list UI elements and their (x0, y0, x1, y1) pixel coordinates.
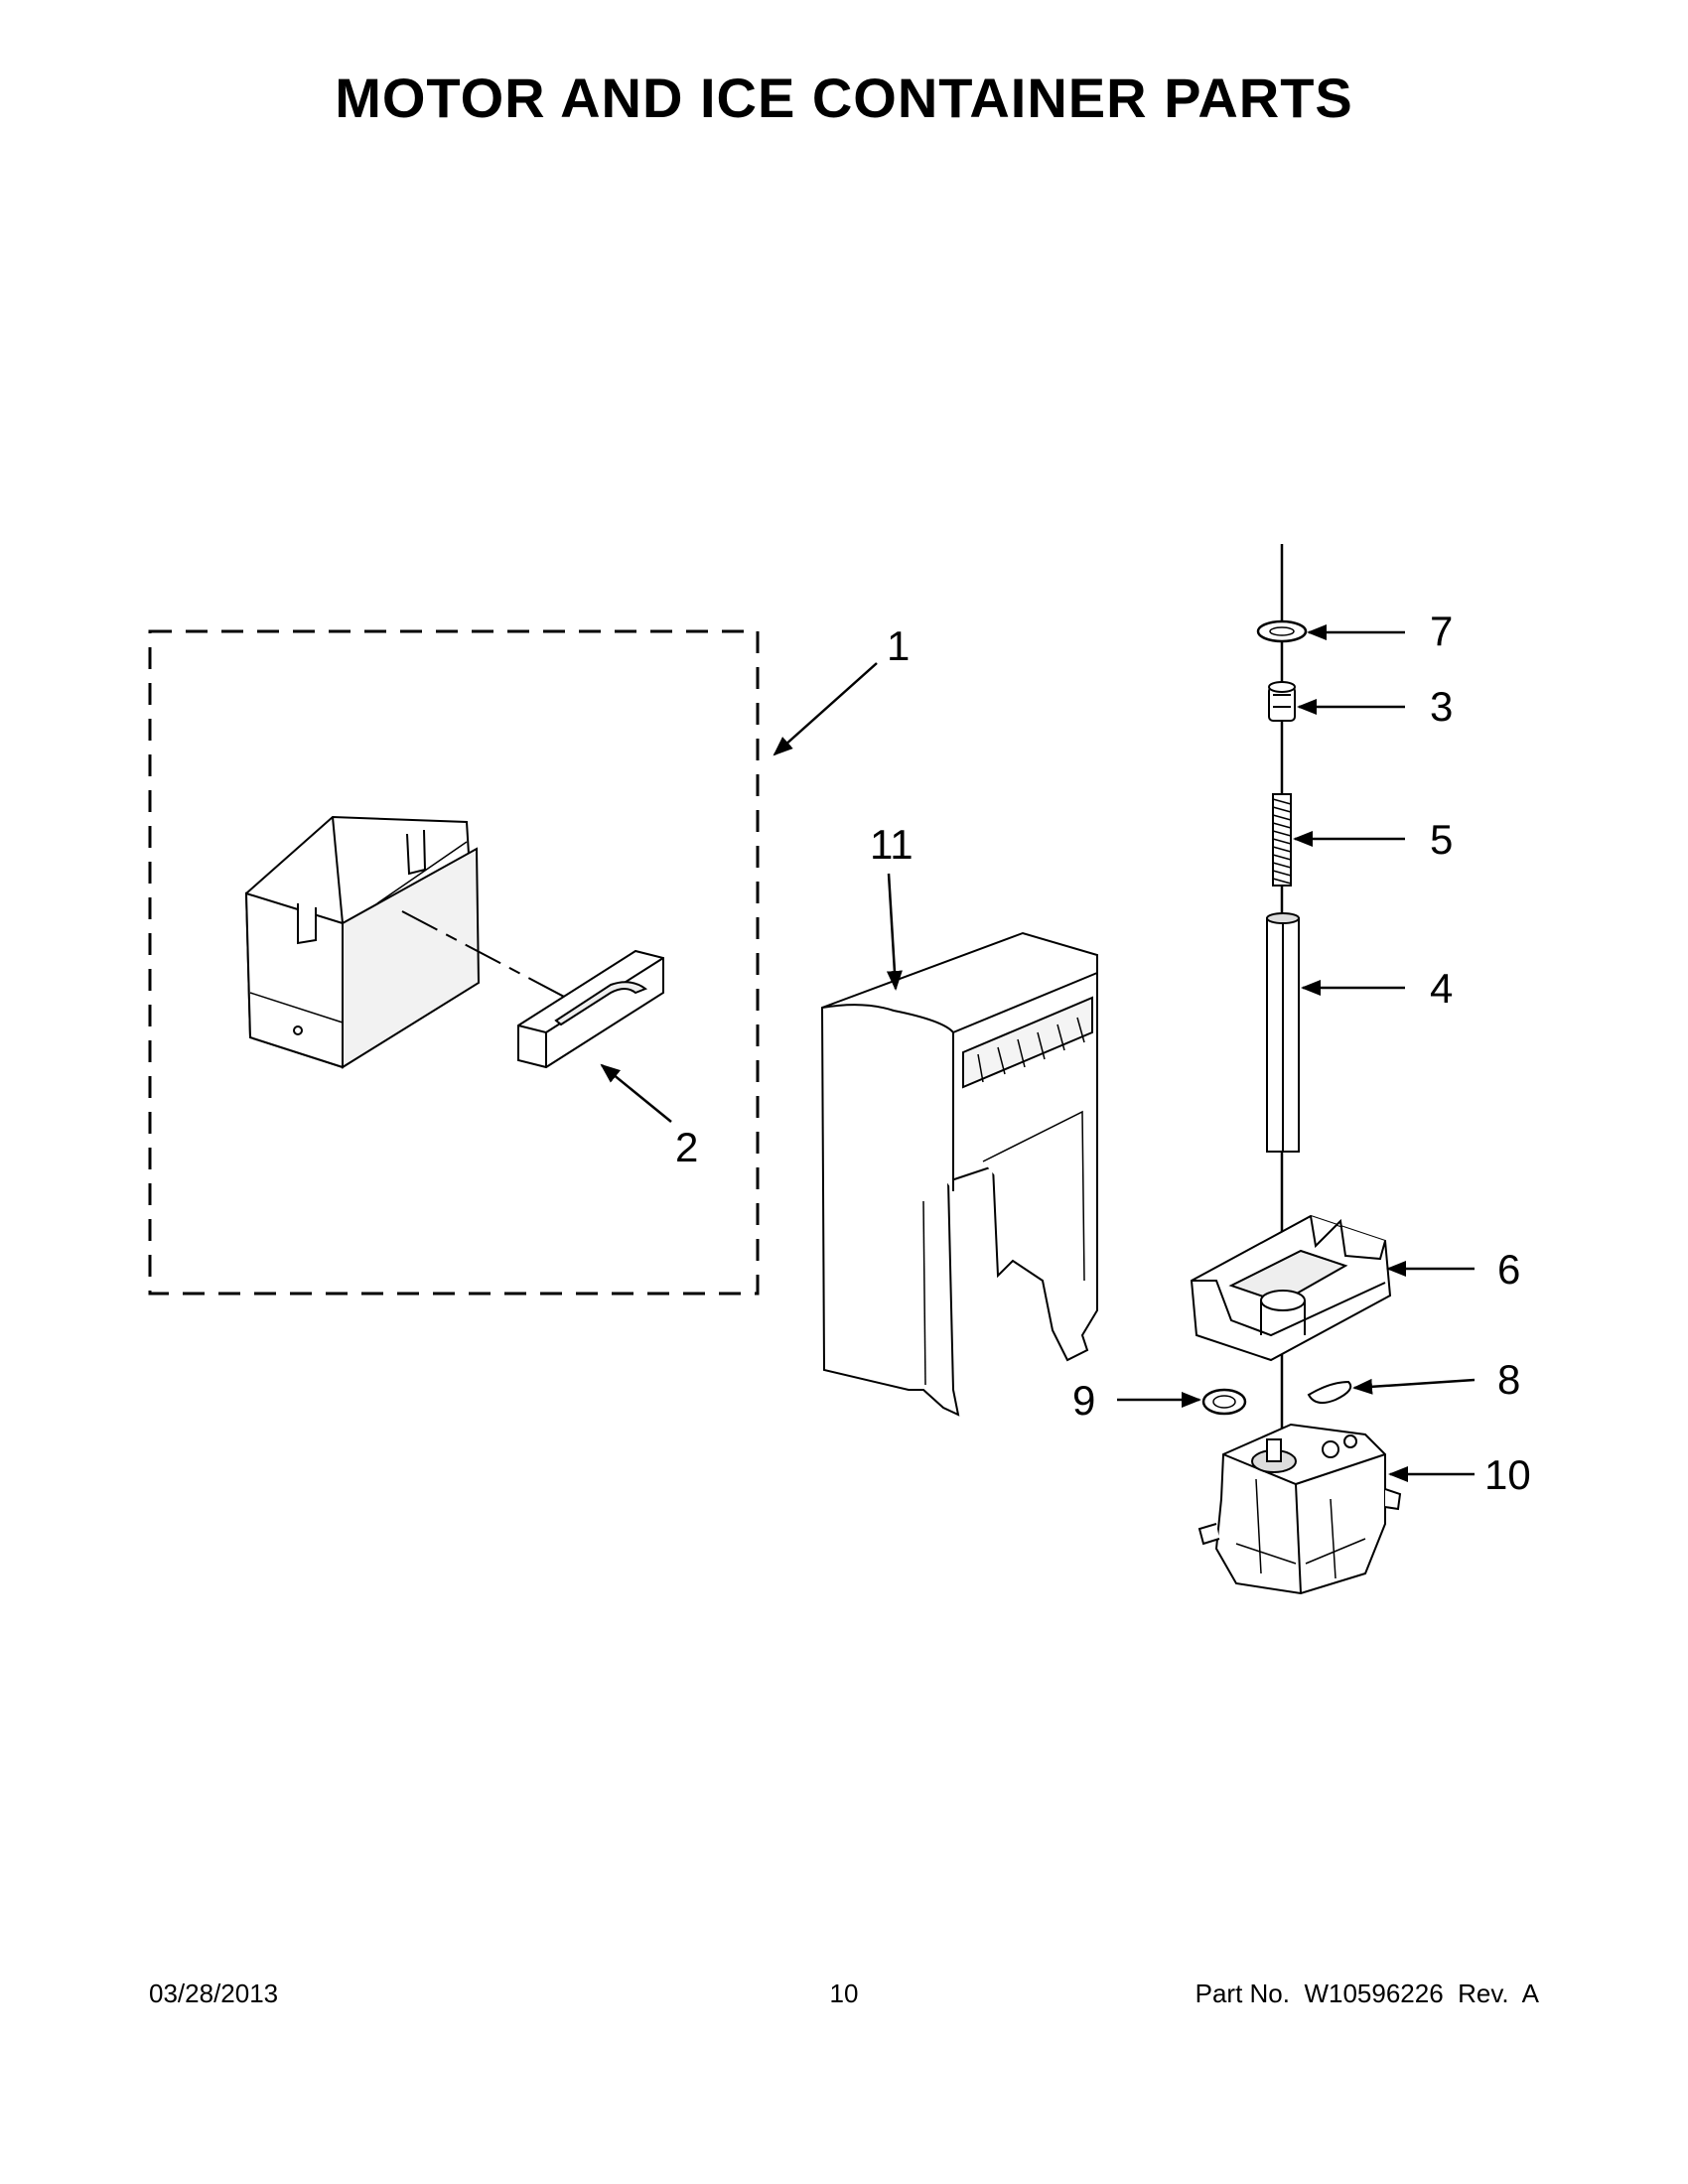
clip-part-8 (1307, 1380, 1352, 1405)
footer-part-number: Part No. W10596226 Rev. A (1195, 1979, 1539, 2008)
callout-2: 2 (675, 1124, 698, 1170)
arrow-1 (773, 662, 878, 756)
callout-5: 5 (1430, 816, 1453, 863)
callout-6: 6 (1497, 1246, 1520, 1293)
arrow-8 (1352, 1378, 1476, 1395)
ice-container-part (244, 815, 481, 1069)
callout-9: 9 (1072, 1377, 1095, 1424)
bracket-part-2 (517, 949, 664, 1069)
callout-10: 10 (1484, 1451, 1531, 1498)
motor-part-10 (1197, 1423, 1402, 1595)
washer-part-9 (1201, 1388, 1247, 1416)
callout-4: 4 (1430, 965, 1453, 1012)
footer-date: 03/28/2013 (149, 1979, 279, 2008)
dispenser-cover-part-11 (820, 931, 1098, 1417)
leader-line-2 (401, 910, 567, 999)
callout-8: 8 (1497, 1356, 1520, 1403)
shaft-part-4 (1266, 912, 1300, 1153)
assembly-dashed-box (148, 629, 760, 1296)
housing-part-6 (1190, 1214, 1392, 1362)
callout-11: 11 (870, 821, 914, 868)
washer-part-7 (1256, 619, 1308, 643)
coupler-part-3 (1268, 681, 1296, 722)
footer-page-number: 10 (829, 1979, 859, 2008)
leader-arrows (600, 624, 1476, 1482)
spring-part-5 (1272, 793, 1292, 887)
callout-1: 1 (887, 622, 910, 669)
arrow-2 (600, 1063, 672, 1123)
arrow-11 (886, 873, 903, 991)
callout-3: 3 (1430, 683, 1453, 730)
callout-7: 7 (1430, 608, 1453, 654)
page-title: MOTOR AND ICE CONTAINER PARTS (335, 67, 1353, 129)
